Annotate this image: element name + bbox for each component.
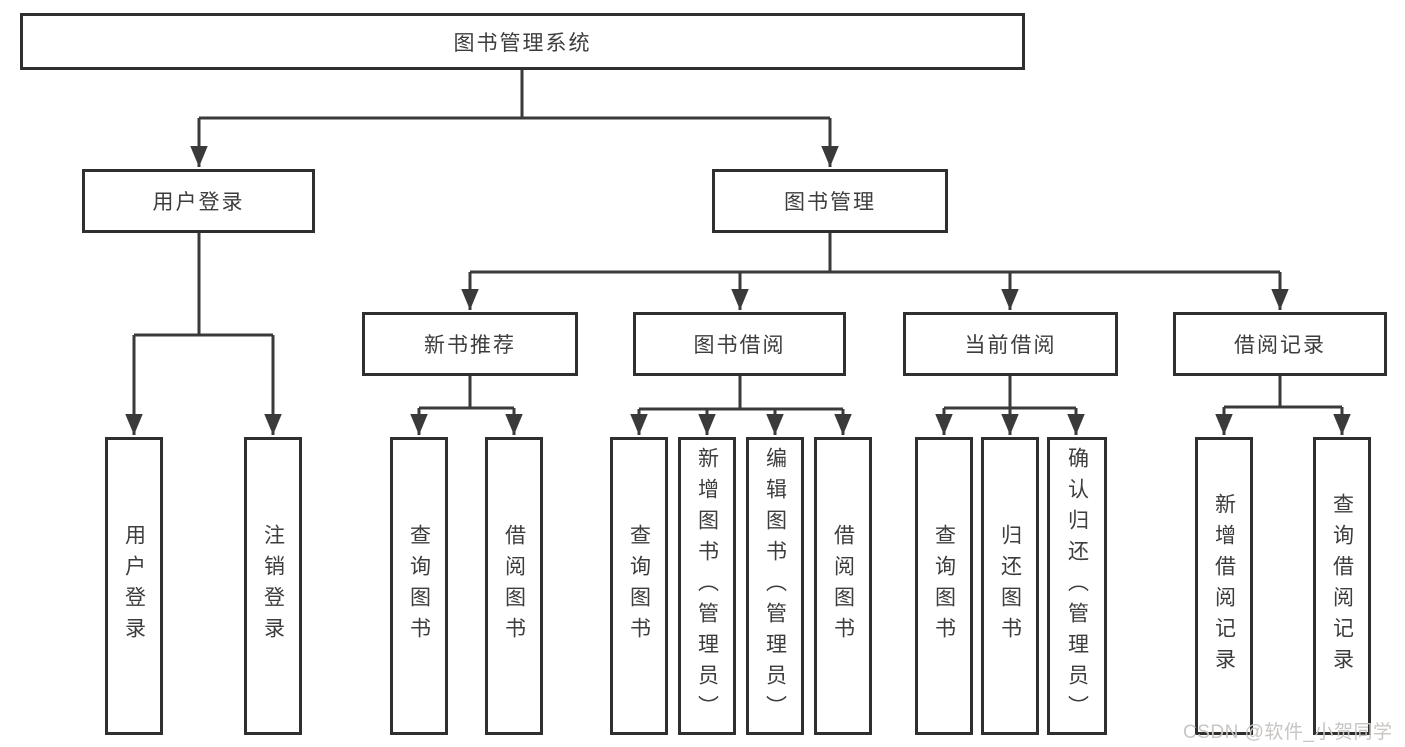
leaf-add-borrow-record: 新增借阅记录	[1195, 437, 1253, 735]
csdn-watermark: CSDN @软件_小贺同学	[1183, 722, 1393, 743]
node-current-borrowing: 当前借阅	[903, 312, 1118, 376]
leaf-query-book-borrowing-label: 查询图书	[627, 524, 651, 648]
leaf-query-borrow-record: 查询借阅记录	[1313, 437, 1371, 735]
node-borrowing-records: 借阅记录	[1173, 312, 1387, 376]
node-book-management-label: 图书管理	[784, 191, 876, 214]
leaf-add-book-admin: 新增图书（管理员）	[678, 437, 736, 735]
leaf-query-book-borrowing: 查询图书	[610, 437, 668, 735]
leaf-confirm-return-admin: 确认归还（管理员）	[1047, 437, 1107, 735]
leaf-borrow-book-recommend-label: 借阅图书	[502, 524, 526, 648]
leaf-logout-label: 注销登录	[261, 524, 285, 648]
leaf-borrow-book-borrowing-label: 借阅图书	[831, 524, 855, 648]
leaf-user-login: 用户登录	[105, 437, 163, 735]
node-current-borrowing-label: 当前借阅	[964, 334, 1057, 357]
leaf-query-book-current-label: 查询图书	[932, 524, 956, 648]
node-root-library-system: 图书管理系统	[20, 13, 1025, 70]
leaf-query-book-recommend: 查询图书	[390, 437, 448, 735]
leaf-return-book-label: 归还图书	[998, 524, 1022, 648]
node-root-label: 图书管理系统	[453, 31, 592, 55]
leaf-query-borrow-record-label: 查询借阅记录	[1330, 493, 1354, 679]
leaf-edit-book-admin-label: 编辑图书（管理员）	[763, 446, 787, 726]
node-book-borrowing-label: 图书借阅	[693, 334, 786, 357]
node-book-management-module: 图书管理	[712, 169, 948, 233]
leaf-user-login-label: 用户登录	[122, 524, 146, 648]
leaf-return-book: 归还图书	[981, 437, 1039, 735]
node-borrowing-records-label: 借阅记录	[1234, 334, 1326, 357]
leaf-logout: 注销登录	[244, 437, 302, 735]
leaf-add-borrow-record-label: 新增借阅记录	[1212, 493, 1236, 679]
node-new-book-recommend-label: 新书推荐	[424, 334, 516, 357]
node-user-login-module: 用户登录	[82, 169, 315, 233]
node-book-borrowing: 图书借阅	[633, 312, 846, 376]
leaf-edit-book-admin: 编辑图书（管理员）	[746, 437, 804, 735]
leaf-query-book-recommend-label: 查询图书	[407, 524, 431, 648]
node-user-login-label: 用户登录	[152, 191, 245, 214]
node-new-book-recommend: 新书推荐	[362, 312, 578, 376]
leaf-add-book-admin-label: 新增图书（管理员）	[695, 446, 719, 726]
leaf-query-book-current: 查询图书	[915, 437, 973, 735]
leaf-borrow-book-recommend: 借阅图书	[485, 437, 543, 735]
leaf-borrow-book-borrowing: 借阅图书	[814, 437, 872, 735]
leaf-confirm-return-admin-label: 确认归还（管理员）	[1065, 446, 1089, 726]
